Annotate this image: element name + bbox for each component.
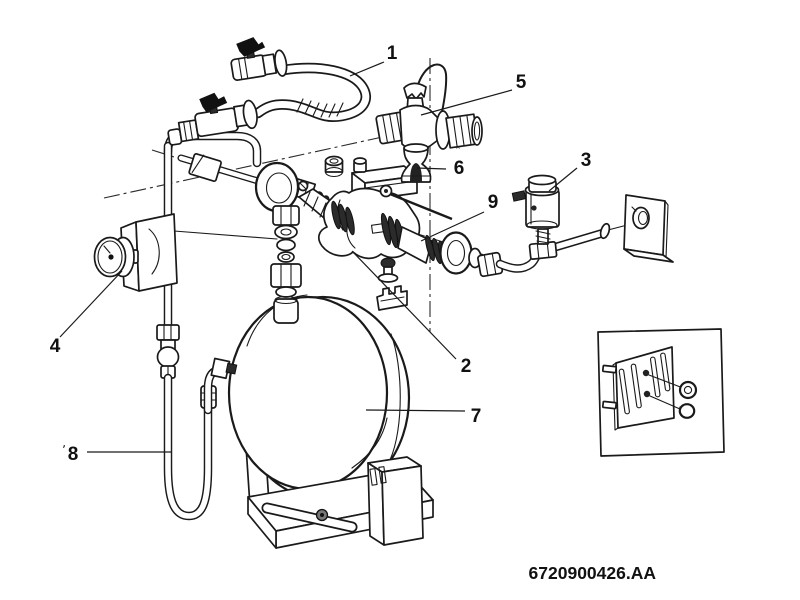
valve-handle <box>199 92 228 113</box>
hose-braiding <box>296 98 344 118</box>
callout-4-label: 4 <box>50 336 61 357</box>
expansion-vessel <box>227 294 411 501</box>
filling-hose-assembly <box>167 37 372 146</box>
vent-mounting-plate <box>623 194 674 263</box>
washer <box>276 238 296 252</box>
safety-valve <box>375 82 483 151</box>
loose-nut <box>324 155 344 178</box>
sleeve <box>273 298 299 324</box>
gauge-needle <box>103 245 111 254</box>
safety-valve-group <box>324 63 483 183</box>
callout-6-leader <box>416 167 447 170</box>
washer <box>274 224 298 240</box>
retaining-clip <box>376 285 408 311</box>
coupling-cone <box>397 226 433 264</box>
pump-coupling <box>380 212 611 278</box>
hex-union <box>270 263 302 288</box>
valve-core-plug <box>377 257 399 283</box>
mounting-stud <box>601 364 618 374</box>
callout-4-leader <box>59 270 123 338</box>
callout-9-leader <box>420 211 485 242</box>
callout-7-leader <box>365 409 466 412</box>
plate-slot <box>630 363 642 409</box>
washer <box>275 286 297 298</box>
callout-9-label: 9 <box>488 192 499 213</box>
plate-bolt <box>642 369 650 377</box>
callout-2-leader <box>351 250 457 360</box>
callout-3-leader <box>548 167 578 192</box>
plate-hole <box>632 206 650 230</box>
riser-unions <box>156 324 180 379</box>
callout-6-label: 6 <box>454 158 465 179</box>
gauge-center <box>108 254 114 260</box>
valve-wire <box>416 63 448 113</box>
callout-3-label: 3 <box>581 150 592 171</box>
vent-nipple <box>511 190 527 202</box>
callout-1-label: 1 <box>387 43 398 64</box>
cap-nut <box>678 403 696 419</box>
union-fitting-chain <box>254 161 302 324</box>
valve-handle <box>236 37 266 57</box>
slotted-plate <box>615 346 675 429</box>
fill-valve-upper <box>230 37 288 81</box>
plate-slot <box>649 356 661 398</box>
mounting-stud <box>601 400 618 410</box>
callout-5-leader <box>420 89 513 116</box>
plate-slot <box>618 368 630 415</box>
vessel-face <box>227 295 389 491</box>
callout-8-label: 8 <box>68 444 79 465</box>
plate-slot <box>660 352 671 392</box>
callout-7-label: 7 <box>471 406 482 427</box>
gauge-mount-line <box>173 230 278 240</box>
service-parts <box>376 257 408 311</box>
pump-rod <box>389 192 453 221</box>
plate-bolt <box>643 390 651 398</box>
callout-5-label: 5 <box>516 72 527 93</box>
o-ring <box>277 251 295 263</box>
scan-artifact: ʼ <box>62 443 66 457</box>
air-vent <box>511 174 560 245</box>
inlet-nipple <box>225 362 238 375</box>
callout-layer: 1 2 3 4 5 6ˆ 7 8ʼ 9 <box>50 43 592 465</box>
discharge-funnel <box>400 143 432 183</box>
pressure-gauge-assembly <box>93 213 178 292</box>
gauge-bracket <box>135 213 178 292</box>
valve-crown <box>403 82 427 100</box>
coupling-flange <box>439 231 473 275</box>
vent-screw <box>531 205 537 211</box>
callout-2-label: 2 <box>461 356 472 377</box>
callout-1-leader <box>349 61 385 77</box>
mounting-plate-inset <box>597 328 725 457</box>
document-number: 6720900426.AA <box>529 563 657 583</box>
ring-washer <box>678 380 698 400</box>
scan-artifact: ˆ <box>455 145 461 159</box>
bracket-side-box <box>367 456 424 546</box>
hex-nut <box>272 205 300 226</box>
fill-valve-lower <box>167 92 258 146</box>
pipe-end <box>599 222 611 240</box>
expansion-vessel-assembly <box>227 294 434 549</box>
